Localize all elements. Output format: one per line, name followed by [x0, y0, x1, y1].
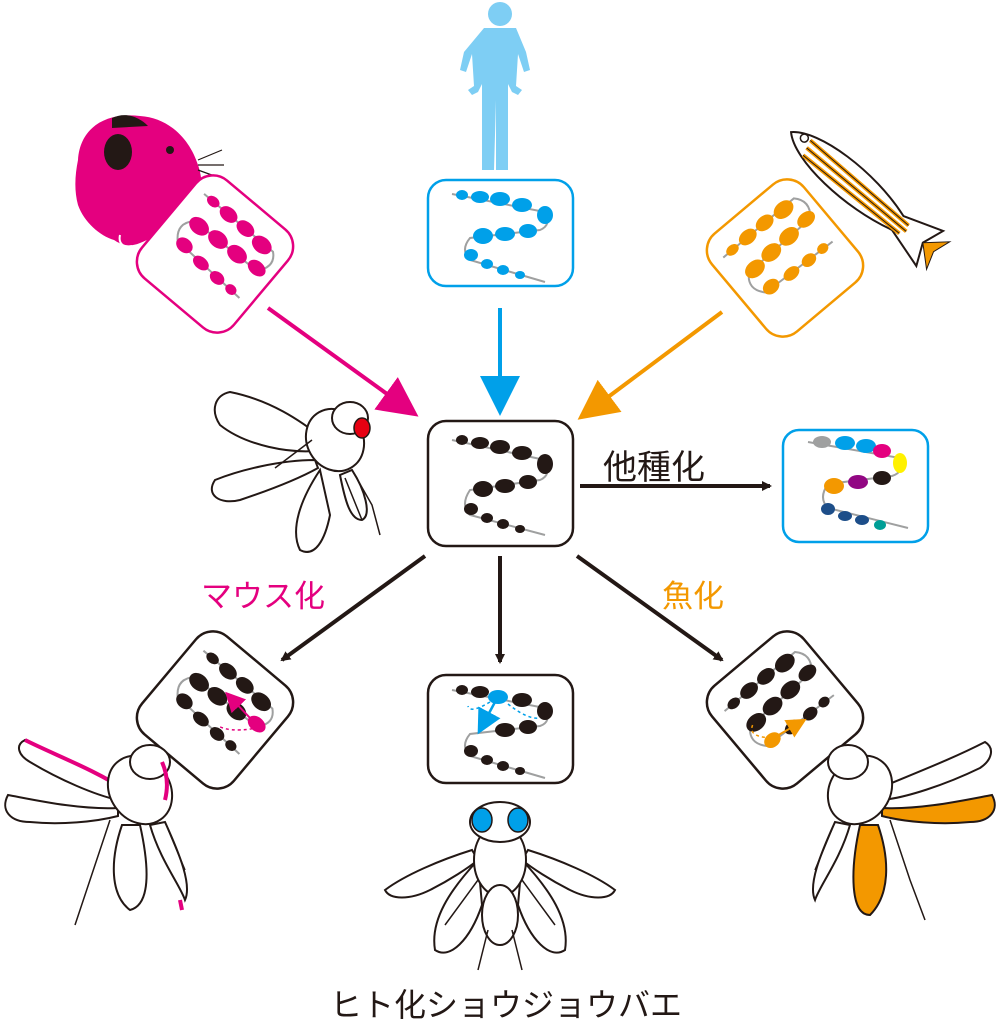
arrow-mouse-to-fly	[266, 306, 419, 417]
fly-icon	[210, 390, 381, 553]
arrow-to-fish-fly	[575, 554, 724, 662]
fish-fly-gene-box	[705, 630, 865, 790]
fly-gene-chain	[451, 435, 553, 536]
human-gene-chain	[451, 190, 553, 283]
human-fly-gene-chain	[451, 685, 553, 779]
fish-label: 魚化	[662, 579, 724, 615]
other-species-label: 他種化	[603, 448, 705, 488]
mouse-label: マウス化	[201, 579, 325, 615]
zebrafish-icon	[789, 131, 952, 272]
mouse-fly-gene-box	[135, 630, 295, 790]
fish-gene-box	[705, 178, 865, 338]
fish-fly-icon	[811, 740, 996, 921]
fish-gene-chain	[722, 197, 834, 295]
mouse-gene-box	[135, 174, 295, 334]
arrow-fish-to-fly	[577, 310, 724, 420]
mouse-gene-chain	[176, 193, 275, 299]
arrow-to-mouse-fly	[280, 554, 427, 662]
mouse-fly-icon	[4, 738, 189, 926]
caption: ヒト化ショウジョウバエ	[330, 986, 683, 1021]
mouse-fly-gene-chain	[176, 649, 274, 755]
human-fly-icon	[383, 801, 617, 971]
other-species-gene-chain	[807, 436, 909, 530]
fish-fly-gene-chain	[723, 650, 835, 749]
human-icon	[460, 2, 530, 170]
